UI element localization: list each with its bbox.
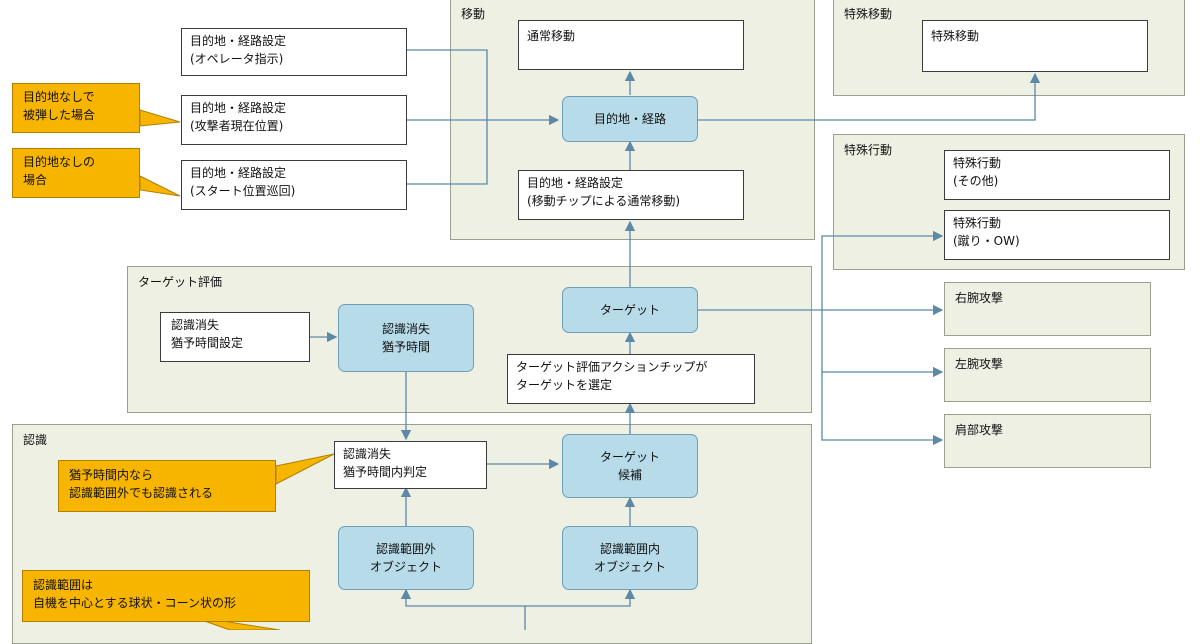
note-range: 認識範囲は 自機を中心とする球状・コーン状の形: [22, 570, 310, 622]
box-candidate: ターゲット 候補: [562, 434, 698, 498]
box-special-move: 特殊移動: [922, 20, 1148, 72]
box-right-attack: 右腕攻撃: [944, 282, 1151, 336]
box-attacker-route: 目的地・経路設定 (攻撃者現在位置): [181, 95, 407, 145]
group-special-move-label: 特殊移動: [844, 7, 893, 21]
arrow-target-shoulder: [821, 372, 944, 446]
arrow-op-route: [407, 49, 488, 120]
box-lost-time: 認識消失 猶予時間: [338, 304, 474, 372]
note-pointer-nodest: [139, 175, 181, 197]
box-shoulder-attack: 肩部攻撃: [944, 414, 1151, 468]
note-grace: 猶予時間内なら 認識範囲外でも認識される: [58, 460, 276, 512]
box-target: ターゲット: [562, 287, 698, 333]
arrow-bottom-in: [525, 588, 636, 607]
box-dest-chip: 目的地・経路設定 (移動チップによる通常移動): [518, 170, 744, 220]
box-in-range: 認識範囲内 オブジェクト: [562, 526, 698, 590]
connector-arrows: [139, 49, 1041, 630]
group-special-action-label: 特殊行動: [844, 143, 893, 157]
arrow-dest-special: [698, 72, 1041, 121]
arrow-start-route: [407, 120, 488, 185]
box-lost-setting: 認識消失 猶予時間設定: [160, 312, 310, 362]
note-no-dest: 目的地なしの 場合: [12, 148, 140, 198]
note-pointer-grace: [275, 453, 335, 485]
group-target-eval-label: ターゲット評価: [138, 275, 223, 289]
arrow-target-left: [821, 310, 944, 378]
group-move-label: 移動: [461, 7, 486, 21]
box-dest-route: 目的地・経路: [562, 96, 698, 142]
box-lost-judge: 認識消失 猶予時間内判定: [334, 441, 487, 489]
box-special-kick: 特殊行動 (蹴り・OW): [944, 210, 1170, 260]
note-pointer-hit: [139, 109, 181, 127]
box-special-other: 特殊行動 (その他): [944, 150, 1170, 200]
box-normal-move: 通常移動: [518, 20, 744, 70]
group-recognition-label: 認識: [23, 433, 48, 447]
arrow-target-branch: [821, 230, 944, 310]
arrow-bottom-out: [400, 588, 526, 630]
box-start-route: 目的地・経路設定 (スタート位置巡回): [181, 160, 407, 210]
box-target-select: ターゲット評価アクションチップが ターゲットを選定: [507, 354, 755, 404]
box-out-range: 認識範囲外 オブジェクト: [338, 526, 474, 590]
box-left-attack: 左腕攻撃: [944, 348, 1151, 402]
box-op-route: 目的地・経路設定 (オペレータ指示): [181, 28, 407, 76]
note-no-dest-hit: 目的地なしで 被弾した場合: [12, 83, 140, 133]
